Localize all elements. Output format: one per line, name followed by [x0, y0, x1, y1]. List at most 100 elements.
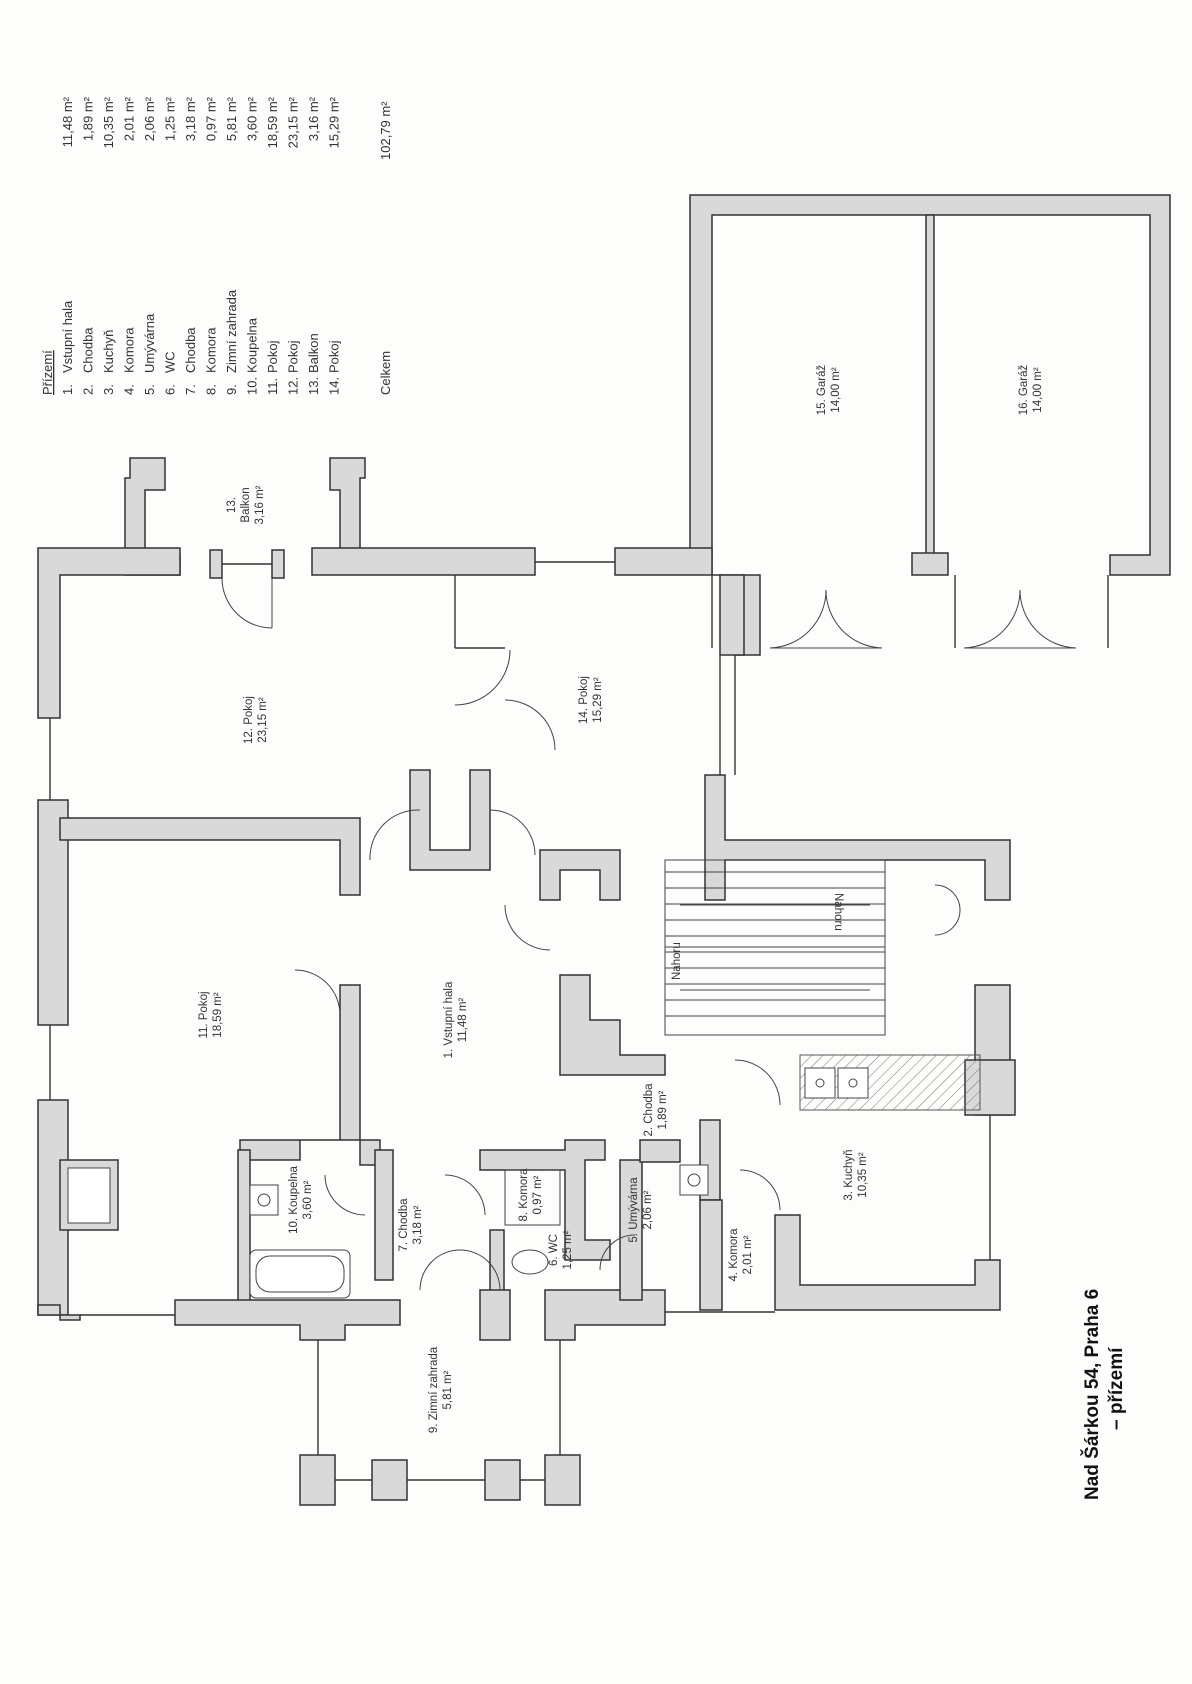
- legend-item-name: Pokoj: [286, 340, 301, 373]
- room-label-line: 16. Garáž: [1018, 365, 1030, 416]
- legend-item-area: 23,15 m²: [286, 96, 301, 148]
- legend-item-no: 12.: [286, 377, 301, 395]
- legend-item-no: 3.: [101, 384, 116, 395]
- legend-item-area: 18,59 m²: [265, 96, 280, 148]
- legend-item-no: 7.: [183, 384, 198, 395]
- room-label-line: 3,60 m²: [302, 1180, 314, 1219]
- legend-item-name: Chodba: [183, 327, 198, 373]
- room-label-line: 3. Kuchyň: [843, 1149, 855, 1200]
- room-label-line: 9. Zimní zahrada: [428, 1346, 440, 1433]
- legend-item-area: 3,18 m²: [183, 96, 198, 141]
- plan-title: Nad Šárkou 54, Praha 6 – přízemí: [1081, 1289, 1127, 1500]
- room-label-line: 3,18 m²: [412, 1205, 424, 1244]
- legend-item-no: 5.: [142, 384, 157, 395]
- title-line-1: Nad Šárkou 54, Praha 6: [1081, 1289, 1103, 1500]
- legend-item-name: Zimní zahrada: [224, 289, 239, 373]
- house-walls: [37, 457, 1016, 1506]
- legend-item-area: 5,81 m²: [224, 96, 239, 141]
- title-line-2: – přízemí: [1106, 1347, 1127, 1430]
- garage-block: [689, 194, 1171, 649]
- legend-rows: 1. Vstupní hala 11,48 m² 2. Chodba 1,89 m² 3. K…: [60, 96, 342, 395]
- legend-item-no: 9.: [224, 384, 239, 395]
- legend-item-area: 2,06 m²: [142, 96, 157, 141]
- room-label-line: 23,15 m²: [257, 697, 269, 743]
- legend-item-name: Chodba: [81, 327, 96, 373]
- room-label-line: 2,01 m²: [742, 1235, 754, 1274]
- legend-total-label: Celkem: [378, 351, 393, 395]
- room-label-line: 5. Umývárna: [628, 1177, 640, 1243]
- room-label-line: 11,48 m²: [457, 998, 469, 1043]
- legend-item-area: 1,89 m²: [81, 96, 96, 141]
- legend-item-area: 15,29 m²: [327, 96, 342, 148]
- legend-item-name: Umývárna: [142, 313, 157, 373]
- room-label-line: Balkon: [240, 487, 252, 522]
- legend-item-no: 13.: [306, 377, 321, 395]
- legend-item-name: Pokoj: [265, 340, 280, 373]
- legend-item-area: 10,35 m²: [101, 96, 116, 148]
- stair-label-upper: Nahoru: [832, 893, 844, 931]
- room-label-line: 1,25 m²: [562, 1230, 574, 1269]
- room-label-line: 13.: [226, 497, 238, 513]
- room-label-line: 6. WC: [548, 1234, 560, 1266]
- room-label-line: 11. Pokoj: [198, 991, 210, 1038]
- stair-label-lower: Nahoru: [671, 942, 683, 980]
- legend-item-name: Vstupní hala: [60, 300, 75, 373]
- room-label-line: 12. Pokoj: [243, 696, 255, 744]
- room-label-line: 0,97 m²: [532, 1175, 544, 1214]
- room-label-line: 3,16 m²: [254, 485, 266, 524]
- room-label-line: 7. Chodba: [398, 1198, 410, 1252]
- door-swings: [294, 649, 961, 1291]
- room-label-line: 1,89 m²: [657, 1090, 669, 1129]
- room-label-line: 14. Pokoj: [578, 676, 590, 724]
- room-label-line: 10. Koupelna: [288, 1166, 300, 1234]
- staircase: Nahoru Nahoru: [664, 859, 886, 1036]
- legend-item-no: 2.: [81, 384, 96, 395]
- room-label-line: 18,59 m²: [212, 992, 224, 1038]
- legend-heading: Přízemí: [40, 350, 55, 395]
- legend-item-no: 10.: [245, 377, 260, 395]
- legend-item-name: Pokoj: [327, 340, 342, 373]
- legend-item-name: WC: [163, 351, 178, 373]
- legend-item-area: 3,16 m²: [306, 96, 321, 141]
- room-label-line: 2,06 m²: [642, 1190, 654, 1229]
- room-label-line: 4. Komora: [728, 1228, 740, 1282]
- legend-item-name: Komora: [122, 327, 137, 373]
- legend-item-name: Kuchyň: [101, 330, 116, 373]
- room-label-line: 1. Vstupní hala: [443, 981, 455, 1058]
- legend-item-area: 1,25 m²: [163, 96, 178, 141]
- legend-item-name: Koupelna: [245, 317, 260, 373]
- room-label-line: 5,81 m²: [442, 1370, 454, 1409]
- legend-item-no: 4.: [122, 384, 137, 395]
- legend-item-area: 11,48 m²: [60, 96, 75, 147]
- legend-item-area: 3,60 m²: [245, 96, 260, 141]
- legend-item-no: 14.: [327, 377, 342, 395]
- room-label-line: 8. Komora: [518, 1168, 530, 1222]
- legend-total-area: 102,79 m²: [378, 101, 393, 160]
- legend-item-name: Komora: [204, 327, 219, 373]
- legend-item-no: 8.: [204, 384, 219, 395]
- room-label-line: 10,35 m²: [857, 1152, 869, 1198]
- room-label-line: 14,00 m²: [1032, 367, 1044, 413]
- legend-item-no: 11.: [265, 378, 280, 395]
- legend-item-no: 1.: [60, 384, 75, 395]
- room-label-line: 14,00 m²: [830, 367, 842, 413]
- room-label-line: 15,29 m²: [592, 677, 604, 723]
- room-label-line: 2. Chodba: [643, 1083, 655, 1137]
